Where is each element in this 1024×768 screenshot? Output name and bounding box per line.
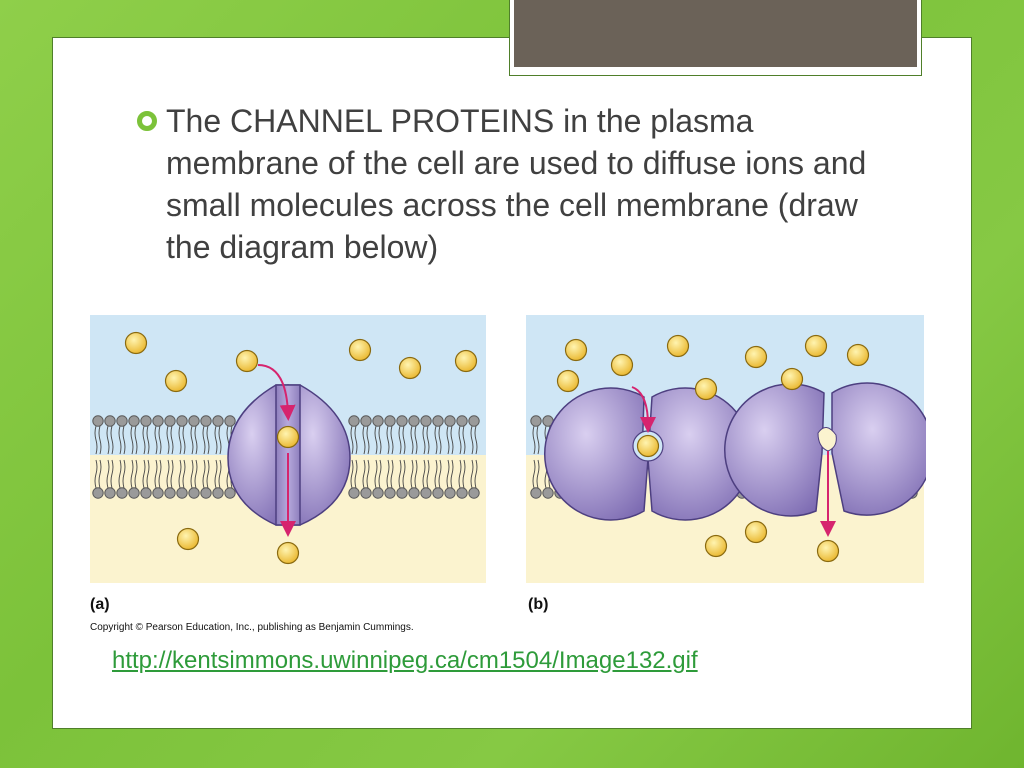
panel-a: [90, 315, 486, 583]
channel-protein-diagram: [90, 315, 926, 583]
copyright-text: Copyright © Pearson Education, Inc., pub…: [90, 622, 414, 633]
panel-b-gated-channel-2: [724, 382, 926, 517]
panel-a-label: (a): [90, 596, 110, 613]
panel-b: [526, 315, 926, 583]
bullet-icon: [137, 111, 157, 131]
panel-b-gated-channel-1: [544, 387, 752, 521]
source-link[interactable]: http://kentsimmons.uwinnipeg.ca/cm1504/I…: [112, 647, 698, 674]
title-tab: [514, 0, 917, 67]
bullet-text: The CHANNEL PROTEINS in the plasma membr…: [166, 103, 867, 265]
panel-b-label: (b): [528, 596, 549, 613]
